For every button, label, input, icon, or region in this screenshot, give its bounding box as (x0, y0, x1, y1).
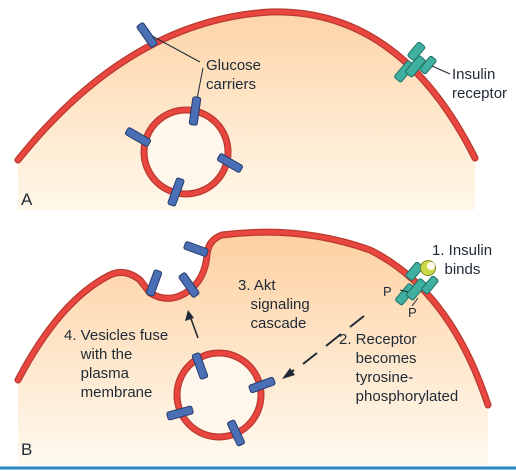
glucose-carrier-fusing-right (178, 272, 200, 298)
step-1-label: 1. Insulin binds (432, 242, 493, 278)
step-2-label: 2. Receptor becomes tyrosine- phosphoryl… (339, 331, 459, 405)
insulin-receptor-b (395, 260, 439, 307)
glucose-carrier-fusing-left (145, 269, 163, 297)
cytoplasm-a (18, 11, 475, 211)
signaling-arrow (282, 315, 365, 379)
phosphate-label-right: P (408, 305, 417, 320)
insulin-receptor-label: Insulin receptor (452, 66, 508, 102)
step-4-label: 4. Vesicles fuse with the plasma membran… (64, 327, 169, 401)
glucose-carrier-top-membrane (183, 241, 209, 257)
step-3-label: 3. Akt signaling cascade (238, 277, 310, 332)
glucose-carrier-membrane-a (136, 22, 158, 48)
panel-a (14, 8, 479, 211)
panel-b-letter: B (21, 440, 33, 459)
panel-a-letter: A (21, 190, 33, 209)
panel-b (14, 228, 492, 465)
vesicle-a (124, 96, 244, 207)
fusion-arrow (189, 315, 199, 339)
vesicle-b (166, 349, 276, 447)
phosphate-label-left: P (383, 284, 392, 299)
glucose-carriers-label: Glucose carriers (206, 57, 262, 93)
insulin-receptor-a (394, 41, 451, 83)
cytoplasm-b (18, 232, 488, 465)
